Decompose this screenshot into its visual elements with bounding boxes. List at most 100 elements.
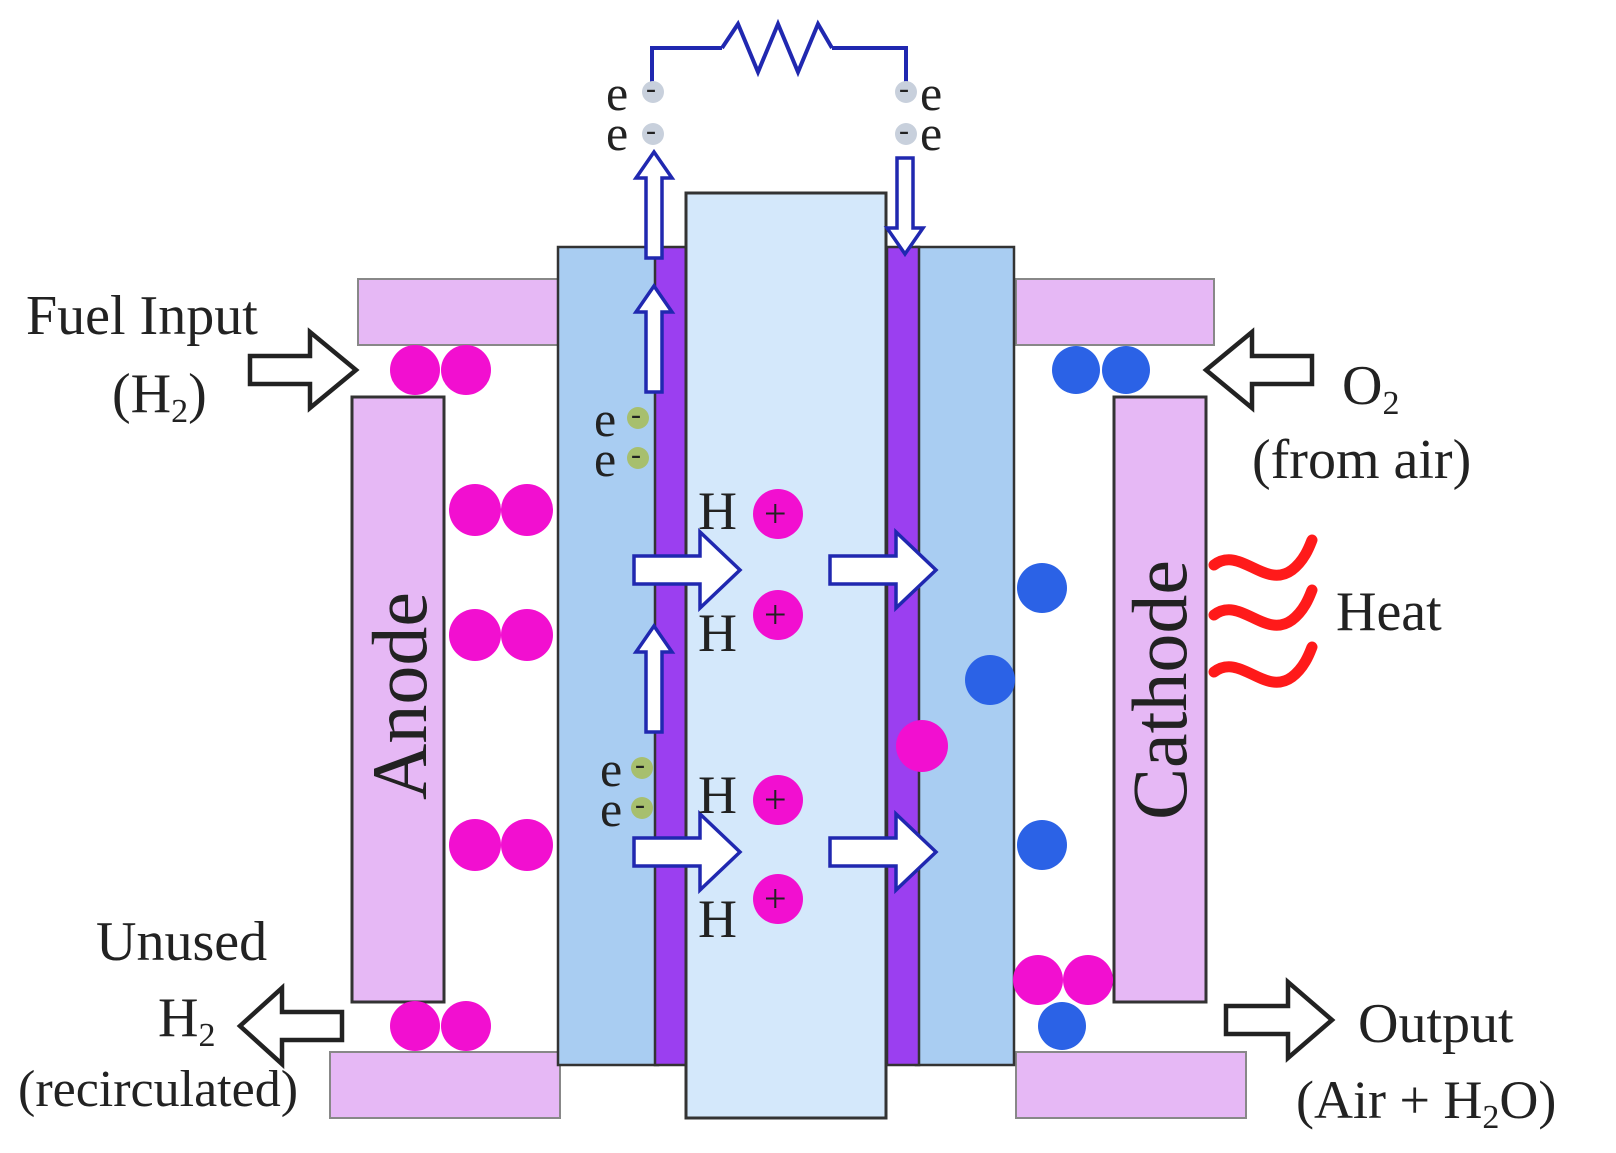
electron-letter-mid-1: e [594,391,617,447]
h2-molecule-atom [441,345,491,395]
oxygen-atom [1017,820,1067,870]
electron-sign: - [646,72,656,105]
electron-letter-top-left-2: e [606,105,629,161]
process-arrows [236,327,1336,1070]
electron-letter-mid-2: e [594,431,617,487]
resistor-icon [720,18,834,78]
hydrogen-atom [896,720,948,772]
protons [753,489,803,924]
electron-dot [895,81,917,103]
heat-wave-icon [1208,534,1318,688]
electron-arrows [632,148,927,734]
proton-letter-3: H [698,765,737,825]
oxygen-atom [1017,563,1067,613]
proton-circle [753,874,803,924]
o2-molecule-atom [1102,346,1150,394]
cathode-label: Cathode [1116,560,1203,820]
h2-molecule-atom [501,819,553,871]
electron-letter-low-1: e [600,741,623,797]
fuel-input-label: Fuel Input [26,285,258,347]
electron-letter-low-2: e [600,781,623,837]
h2-molecule-atom [449,609,501,661]
electron-sign: - [899,72,909,105]
unused-h2-label: H2 [158,990,215,1064]
h2-molecule-atom [449,484,501,536]
o2-source-label: (from air) [1252,429,1472,491]
electron-sign: - [646,114,656,147]
h2-molecule-atom [501,484,553,536]
electron-dot [631,757,653,779]
arrow-down-icon [883,156,927,258]
h2-molecule-atom [449,819,501,871]
proton-circle [753,489,803,539]
output-arrow-icon [1223,977,1336,1063]
electron-letter-top-right-1: e [920,65,943,121]
anode-label: Anode [356,592,443,800]
cathode-top-plate [1015,278,1215,346]
h2-molecule-atom [501,609,553,661]
electron-sign: - [631,438,641,471]
electron-sign: - [899,114,909,147]
output-close: O) [1499,1070,1557,1130]
unused-h2-arrow-icon [236,982,345,1070]
arrow-right-icon [828,527,939,613]
arrow-right-icon [828,809,939,895]
anode-bottom-plate [329,1051,561,1119]
proton-sign: + [764,777,787,822]
proton-arrows [632,527,939,895]
electron-sign: - [631,398,641,431]
proton-sign: + [764,876,787,921]
proton-sign: + [764,491,787,536]
electron-dot [631,797,653,819]
hydrogen-molecules [390,345,1113,1051]
arrow-up-icon [632,148,676,260]
h2-molecule-atom [441,1001,491,1051]
fuel-species-close: ) [188,363,207,425]
oxygen-atom [965,655,1015,705]
o2-molecule-atom [1052,346,1100,394]
electron-sign: - [635,788,645,821]
arrow-up-icon [632,622,676,734]
fuel-species-open: (H [112,363,172,425]
electron-dot [642,81,664,103]
electron-dot [642,123,664,145]
unused-sub: 2 [198,1017,216,1054]
unused-label: Unused [96,911,268,973]
electron-sign: - [635,748,645,781]
proton-sign: + [764,592,787,637]
proton-letter-1: H [698,481,737,541]
water-hydrogen-atom [1063,955,1113,1005]
proton-circle [753,775,803,825]
electron-dot [627,407,649,429]
electron-dots [627,81,917,819]
arrow-right-icon [632,527,743,613]
fuel-input-arrow-icon [247,327,360,413]
anode-diffusion-layer [556,245,660,1067]
proton-letter-2: H [698,603,737,663]
external-circuit [650,18,908,92]
anode-electrode [350,395,446,1004]
h2-molecule-atom [390,1001,440,1051]
o2-input-arrow-icon [1202,327,1315,413]
proton-circle [753,590,803,640]
electron-dot [895,123,917,145]
proton-letter-4: H [698,889,737,949]
recirculated-label: (recirculated) [18,1061,299,1118]
cathode-electrode [1112,395,1208,1004]
electrolyte-membrane [684,191,888,1120]
arrow-up-icon [632,282,676,394]
electron-letter-top-right-2: e [920,105,943,161]
water-hydrogen-atom [1013,955,1063,1005]
output-label: Output [1358,993,1514,1055]
o2-label: O2 [1342,358,1399,432]
cathode-catalyst-layer [885,245,921,1067]
h2-molecule-atom [390,345,440,395]
output-sub: 2 [1482,1099,1500,1136]
anode-top-plate [357,278,559,346]
water-oxygen-atom [1038,1002,1086,1050]
electron-letter-top-left-1: e [606,65,629,121]
unused-h: H [158,987,199,1049]
fuel-species-label: (H2) [112,366,207,440]
heat-label: Heat [1336,581,1442,643]
